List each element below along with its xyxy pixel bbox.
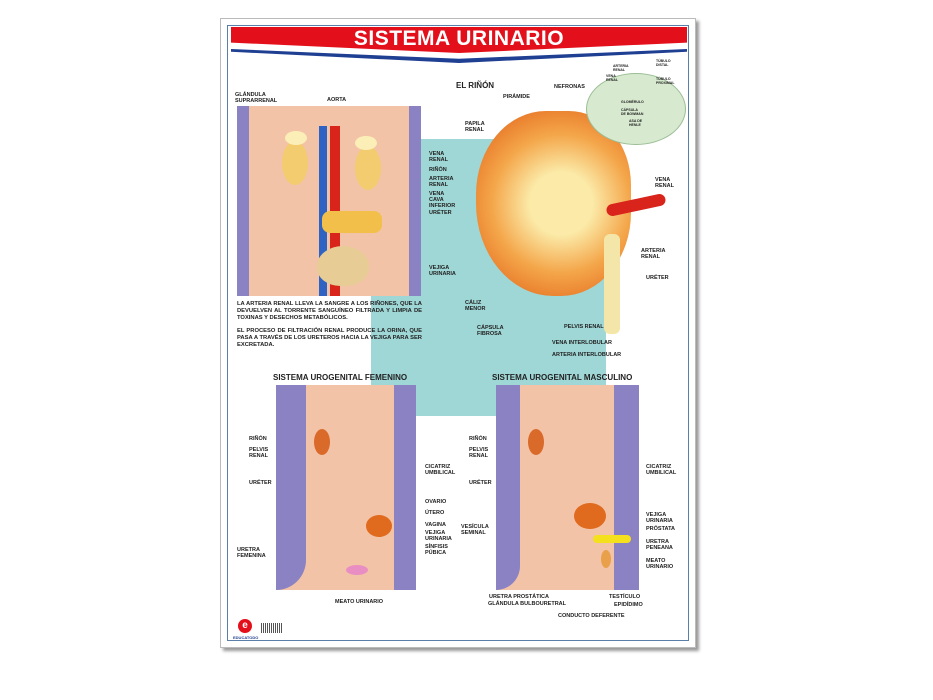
male-label-pelvis: PELVIS RENAL [469, 447, 489, 459]
male-figure [496, 385, 639, 590]
label-vena-renal-kidney: VENA RENAL [655, 177, 674, 189]
female-heading: SISTEMA UROGENITAL FEMENINO [273, 373, 408, 382]
nephron-label-arteria: ARTERIA RENAL [613, 64, 629, 72]
label-nefronas: NEFRONAS [554, 84, 585, 90]
brand-name: EDUCATODO [233, 635, 259, 640]
female-label-uretra: URETRA FEMENINA [237, 547, 266, 559]
female-label-pelvis: PELVIS RENAL [249, 447, 269, 459]
label-glandula-suprarrenal: GLÁNDULA SUPRARRENAL [235, 92, 278, 104]
nephron-label-distal: TÚBULO DISTAL [656, 59, 671, 67]
male-label-uretra-peneana: URETRA PENEANA [646, 539, 673, 551]
poster-border [227, 25, 689, 641]
label-ureter-kidney: URÉTER [646, 275, 669, 281]
female-label-ureter: URÉTER [249, 480, 272, 486]
male-label-bulbouretral: GLÁNDULA BULBOURETRAL [488, 601, 567, 607]
label-arteria-renal-kidney: ARTERIA RENAL [641, 248, 666, 260]
female-label-sinfisis: SÍNFISIS PÚBICA [425, 544, 448, 556]
female-figure [276, 385, 416, 590]
male-label-uretra-prostatica: URETRA PROSTÁTICA [489, 594, 549, 600]
label-vena-interlobular: VENA INTERLOBULAR [552, 340, 612, 346]
male-label-rinon: RIÑÓN [469, 436, 487, 442]
female-label-meato: MEATO URINARIO [335, 599, 384, 605]
paragraph-2: EL PROCESO DE FILTRACIÓN RENAL PRODUCE L… [237, 328, 422, 348]
nephron-label-glomerulo: GLOMÉRULO [621, 100, 644, 104]
female-label-rinon: RIÑÓN [249, 436, 267, 442]
poster: SISTEMA URINARIO GLÁNDULA SUPRARRENAL AO… [220, 18, 696, 648]
male-label-prostata: PRÓSTATA [646, 526, 676, 532]
male-label-ureter: URÉTER [469, 480, 492, 486]
label-capsula-fibrosa: CÁPSULA FIBROSA [477, 325, 504, 337]
label-aorta: AORTA [327, 97, 347, 103]
label-arteria-renal: ARTERIA RENAL [429, 176, 454, 188]
label-vena-renal: VENA RENAL [429, 151, 448, 163]
female-label-cicatriz: CICATRIZ UMBILICAL [425, 464, 456, 476]
male-label-meato: MEATO URINARIO [646, 558, 674, 570]
male-label-conducto: CONDUCTO DEFERENTE [558, 613, 625, 619]
nephron-label-henle: ASA DE HENLE [629, 119, 643, 127]
label-pelvis-renal: PELVIS RENAL [564, 324, 604, 330]
female-label-ovario: OVARIO [425, 499, 447, 505]
kidney-heading: EL RIÑÓN [456, 81, 495, 90]
teal-background-top [421, 94, 511, 139]
nephron-label-bowman: CÁPSULA DE BOWMAN [621, 108, 644, 116]
educatodo-logo: e [238, 619, 252, 633]
male-label-vesicula: VESÍCULA SEMINAL [461, 524, 489, 536]
label-caliz-menor: CÁLIZ MENOR [465, 300, 486, 312]
nephron-label-vena: VENA RENAL [606, 74, 619, 82]
female-label-vejiga: VEJIGA URINARIA [425, 530, 452, 542]
poster-title: SISTEMA URINARIO [353, 27, 565, 50]
label-arteria-interlobular: ARTERIA INTERLOBULAR [552, 352, 622, 358]
nephron-circle [586, 73, 686, 145]
label-vena-cava: VENA CAVA INFERIOR [429, 191, 456, 209]
barcode [261, 623, 283, 633]
female-label-utero: ÚTERO [425, 510, 445, 516]
label-ureter: URÉTER [429, 210, 452, 216]
male-label-testiculo: TESTÍCULO [609, 594, 641, 600]
nephron-label-proximal: TÚBULO PROXIMAL [656, 77, 675, 85]
label-rinon: RIÑÓN [429, 167, 447, 173]
male-label-vejiga: VEJIGA URINARIA [646, 512, 673, 524]
male-label-cicatriz: CICATRIZ UMBILICAL [646, 464, 677, 476]
male-heading: SISTEMA UROGENITAL MASCULINO [492, 373, 633, 382]
urinary-system-figure [237, 106, 421, 296]
label-piramide: PIRÁMIDE [503, 94, 530, 100]
label-vejiga: VEJIGA URINARIA [429, 265, 456, 277]
male-label-epididimo: EPIDÍDIMO [614, 602, 643, 608]
paragraph-1: LA ARTERIA RENAL LLEVA LA SANGRE A LOS R… [237, 301, 422, 321]
female-label-vagina: VAGINA [425, 522, 446, 528]
ureter-tube [604, 234, 620, 334]
label-papila-renal: PAPILA RENAL [465, 121, 485, 133]
